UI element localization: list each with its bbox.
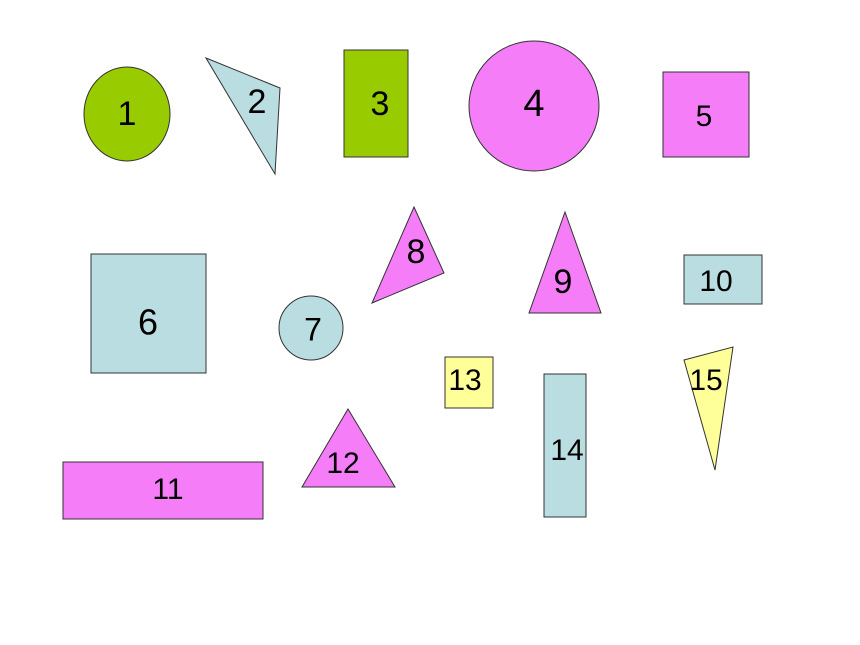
shape-1-label: 1	[118, 95, 137, 133]
shape-14-label: 14	[550, 434, 583, 467]
shape-2-label: 2	[248, 83, 267, 121]
shape-2: 2	[204, 56, 281, 176]
shape-6-square	[90, 253, 207, 374]
shape-3-label: 3	[371, 85, 390, 123]
shape-5: 5	[662, 71, 750, 158]
shape-8: 8	[371, 205, 445, 304]
shape-13-label: 13	[448, 364, 481, 397]
shape-4: 4	[468, 40, 600, 172]
shape-15: 15	[683, 346, 734, 471]
shape-12: 12	[301, 408, 396, 488]
shape-13-square	[444, 356, 494, 409]
shape-1-circle	[83, 66, 171, 162]
shape-11: 11	[62, 461, 264, 520]
shape-5-square	[662, 71, 750, 158]
shape-8-triangle	[371, 205, 445, 304]
shape-2-triangle	[204, 56, 281, 176]
shape-4-label: 4	[523, 83, 544, 125]
shape-15-label: 15	[689, 364, 722, 397]
shape-12-triangle	[301, 408, 396, 488]
shape-11-label: 11	[152, 473, 183, 506]
shape-7: 7	[278, 295, 344, 361]
shape-12-label: 12	[326, 447, 359, 480]
shape-10: 10	[683, 254, 763, 305]
shape-6: 6	[90, 253, 207, 374]
shape-14-rectangle	[543, 373, 587, 518]
shape-9-triangle	[528, 210, 602, 314]
shape-14: 14	[543, 373, 587, 518]
shape-10-rectangle	[683, 254, 763, 305]
shape-9-label: 9	[554, 263, 573, 301]
shape-13: 13	[444, 356, 494, 409]
shape-7-label: 7	[304, 311, 322, 347]
shape-9: 9	[528, 210, 602, 314]
shape-1: 1	[83, 66, 171, 162]
shape-3: 3	[343, 49, 409, 158]
shape-11-rectangle	[62, 461, 264, 520]
shape-8-label: 8	[407, 233, 426, 271]
shape-10-label: 10	[699, 265, 732, 298]
shape-4-circle	[468, 40, 600, 172]
shape-5-label: 5	[696, 100, 713, 133]
shape-6-label: 6	[138, 302, 158, 343]
shape-15-triangle	[683, 346, 734, 471]
shape-7-circle	[278, 295, 344, 361]
shape-3-rectangle	[343, 49, 409, 158]
